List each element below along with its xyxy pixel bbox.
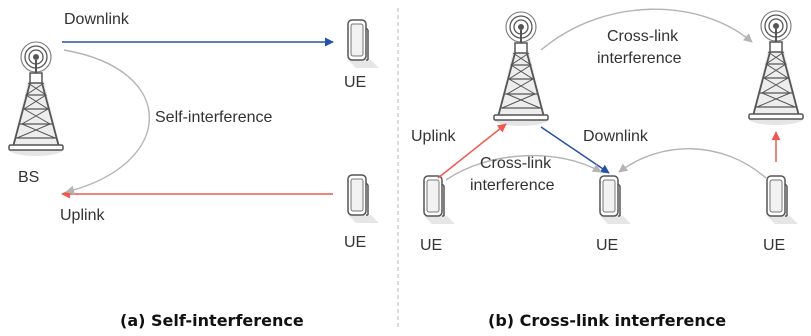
ue-right-label-b: UE <box>763 237 785 254</box>
base-station-right-b <box>747 10 805 126</box>
downlink-label-a: Downlink <box>64 11 130 28</box>
cell-tower-icon <box>7 41 65 157</box>
smartphone-icon <box>599 175 632 225</box>
uplink-label-a: Uplink <box>60 207 105 224</box>
ue-top-label-a: UE <box>344 74 366 91</box>
uplink-arrow-left-b <box>437 123 507 179</box>
cross-link-arc-bottom-left <box>445 154 602 181</box>
ue-right-b <box>766 175 799 225</box>
cross-link-arc-bottom-right <box>618 148 767 179</box>
ue-middle-label-b: UE <box>596 237 618 254</box>
cross-link-label-bottom-1: Cross-link <box>480 155 552 172</box>
ue-bottom-label-a: UE <box>344 234 366 251</box>
ue-left-label-b: UE <box>420 237 442 254</box>
smartphone-icon <box>347 174 380 224</box>
base-station-bs <box>7 41 65 157</box>
cross-link-arc-top <box>540 8 753 51</box>
cell-tower-icon <box>747 10 805 126</box>
ue-top-a <box>347 19 380 69</box>
self-interference-label: Self-interference <box>155 109 272 126</box>
bs-label: BS <box>18 169 39 186</box>
smartphone-icon <box>347 19 380 69</box>
ue-left-b <box>423 175 456 225</box>
uplink-label-b: Uplink <box>411 128 456 145</box>
smartphone-icon <box>766 175 799 225</box>
ue-middle-b <box>599 175 632 225</box>
caption-b: (b) Cross-link interference <box>488 311 726 330</box>
cross-link-label-top-2: interference <box>597 50 682 67</box>
self-interference-arc <box>63 49 150 195</box>
cell-tower-icon <box>492 11 550 127</box>
ue-bottom-a <box>347 174 380 224</box>
cross-link-label-top-1: Cross-link <box>607 28 679 45</box>
cross-link-label-bottom-2: interference <box>470 177 555 194</box>
smartphone-icon <box>423 175 456 225</box>
base-station-left-b <box>492 11 550 127</box>
downlink-label-b: Downlink <box>583 128 649 145</box>
caption-a: (a) Self-interference <box>120 311 304 330</box>
